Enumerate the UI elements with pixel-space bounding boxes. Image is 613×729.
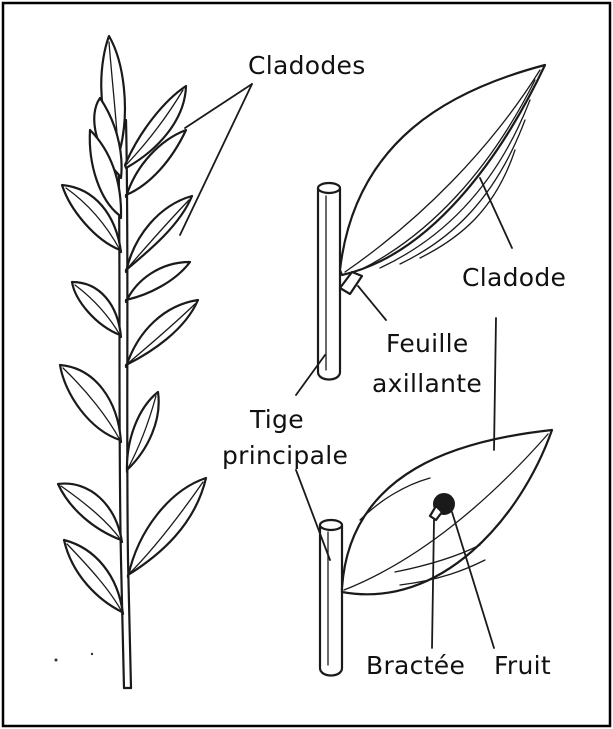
- cladode-leaf: [72, 282, 121, 337]
- stem-cylinder: [318, 188, 340, 380]
- branch-illustration: [58, 36, 206, 688]
- label-fruit: Fruit: [494, 651, 551, 680]
- label-cladodes: Cladodes: [248, 51, 366, 80]
- cladode-leaf: [60, 365, 121, 442]
- cladode-leaf: [64, 540, 123, 614]
- label-bractee: Bractée: [366, 651, 465, 680]
- label-principale: principale: [222, 441, 348, 470]
- cladode-leaf: [58, 484, 122, 542]
- label-cladode: Cladode: [462, 263, 566, 292]
- label-feuille: Feuille: [386, 329, 469, 358]
- stem-cylinder: [320, 525, 342, 676]
- label-tige: Tige: [249, 405, 304, 434]
- label-axillante: axillante: [372, 369, 482, 398]
- cladode-large-leaf: [340, 65, 545, 275]
- cladode-leaf: [126, 262, 190, 302]
